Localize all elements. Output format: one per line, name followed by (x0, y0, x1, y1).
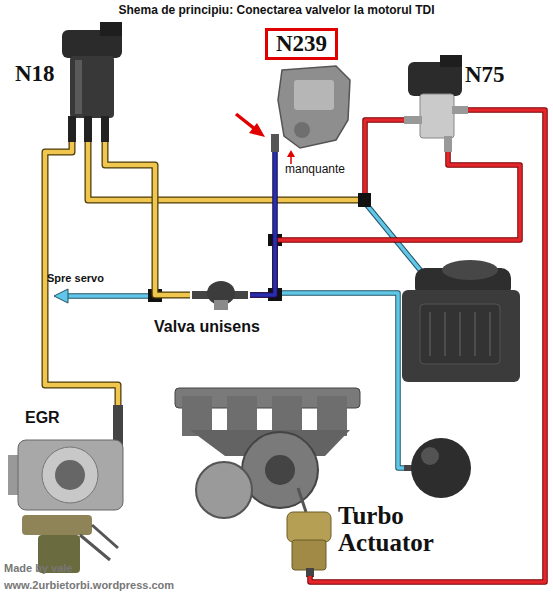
egr-valve-photo (8, 405, 123, 573)
valve-plug (440, 55, 462, 67)
reservoir-sphere (411, 438, 471, 498)
turbo-actuator: Turbo Actuator (280, 500, 450, 576)
hose-outline (66, 293, 152, 299)
vacuum-hose (250, 152, 520, 295)
valve-body (70, 56, 114, 118)
hose-fill (365, 120, 406, 194)
turbine-outlet (265, 455, 295, 485)
turbine-housing (242, 432, 318, 508)
servo-arrow (54, 289, 152, 303)
vent-hose-yellow (88, 140, 358, 200)
egr-body (18, 440, 123, 510)
hose-fill (105, 142, 190, 295)
hose-outline (250, 152, 275, 295)
hose-fill (310, 110, 545, 582)
n18-valve: N18 (10, 25, 132, 142)
hose-fill (45, 142, 118, 405)
valve-stem (214, 300, 228, 310)
hose-fill (66, 294, 152, 298)
hose-outline (88, 140, 358, 200)
arrow-shaft (236, 114, 256, 130)
hose-fill (250, 152, 520, 295)
author-watermark: Made by vale (4, 562, 72, 574)
compressor-housing (196, 462, 252, 518)
arrow-head (249, 123, 265, 137)
valve-nipple (404, 116, 422, 124)
callout-arrow (236, 114, 295, 164)
valve-label: N18 (15, 61, 55, 87)
valve-nipple (84, 116, 92, 142)
actuator-nipple (306, 568, 314, 577)
egr-actuator (22, 515, 92, 535)
hose-outline (105, 142, 190, 295)
vacuum-hose (105, 142, 190, 295)
egr-port (42, 447, 98, 503)
valve-nipple (444, 136, 452, 152)
hose-fill (250, 152, 275, 295)
n75-valve: N75 (402, 55, 468, 152)
vacuum-hose (250, 152, 275, 295)
reservoir-highlight (421, 447, 439, 465)
arrow-head (54, 289, 68, 303)
url-watermark: www.2urbietorbi.wordpress.com (4, 579, 174, 591)
filter-panel (420, 304, 500, 364)
arrow-head (287, 150, 295, 157)
vacuum-reservoir-photo (404, 438, 471, 498)
hose-outline (310, 110, 545, 582)
filter-box (402, 290, 520, 382)
air-filter-photo (402, 260, 520, 382)
t-fittings (148, 193, 371, 302)
valve-label: N75 (465, 62, 505, 88)
valve-nipple (101, 116, 109, 142)
actuator-can (287, 512, 331, 542)
egr-pipe (113, 405, 123, 445)
valve-nipple (68, 116, 76, 142)
egr-linkage (80, 525, 118, 560)
valve-label: N239 (265, 28, 338, 60)
filter-ribs (430, 312, 490, 356)
egr-valve: EGR (10, 405, 130, 580)
valve-nipple (452, 106, 468, 114)
n75-valve-photo (404, 55, 468, 152)
direction-label: Spre servo (47, 272, 104, 284)
valve-plug (100, 22, 122, 36)
valve-port (294, 122, 310, 138)
check-valve: Valva unisens (190, 280, 250, 310)
turbo-photo (175, 388, 360, 577)
n239-valve: N239 (262, 26, 352, 152)
hose-fill (88, 140, 358, 200)
valve-body (420, 94, 454, 138)
valve-body (278, 66, 350, 148)
actuator-base (292, 540, 326, 570)
egr-bore (55, 460, 85, 490)
filter-inlet (442, 260, 498, 280)
actuator-rod (298, 488, 306, 512)
valve-highlight (75, 60, 82, 114)
check-valve-photo (192, 281, 248, 310)
vacuum-hose (45, 142, 118, 405)
vacuum-hose (310, 110, 545, 582)
valve-label: EGR (25, 409, 60, 427)
hose-outline (250, 152, 520, 295)
valve-nipple (271, 134, 279, 152)
valve-cover (294, 80, 334, 110)
t-fitting (358, 193, 371, 207)
valve-label: Turbo Actuator (338, 502, 466, 556)
n18-valve-photo (62, 22, 122, 142)
note-text: manquante (285, 162, 345, 176)
hose-outline (365, 120, 406, 194)
hose-outline (45, 142, 118, 405)
diagram-title: Shema de principiu: Conectarea valvelor … (0, 3, 553, 17)
valve-connector (408, 62, 462, 96)
vent-hose-red (365, 120, 406, 194)
n239-valve-photo (271, 66, 350, 152)
valve-label: Valva unisens (154, 318, 260, 336)
